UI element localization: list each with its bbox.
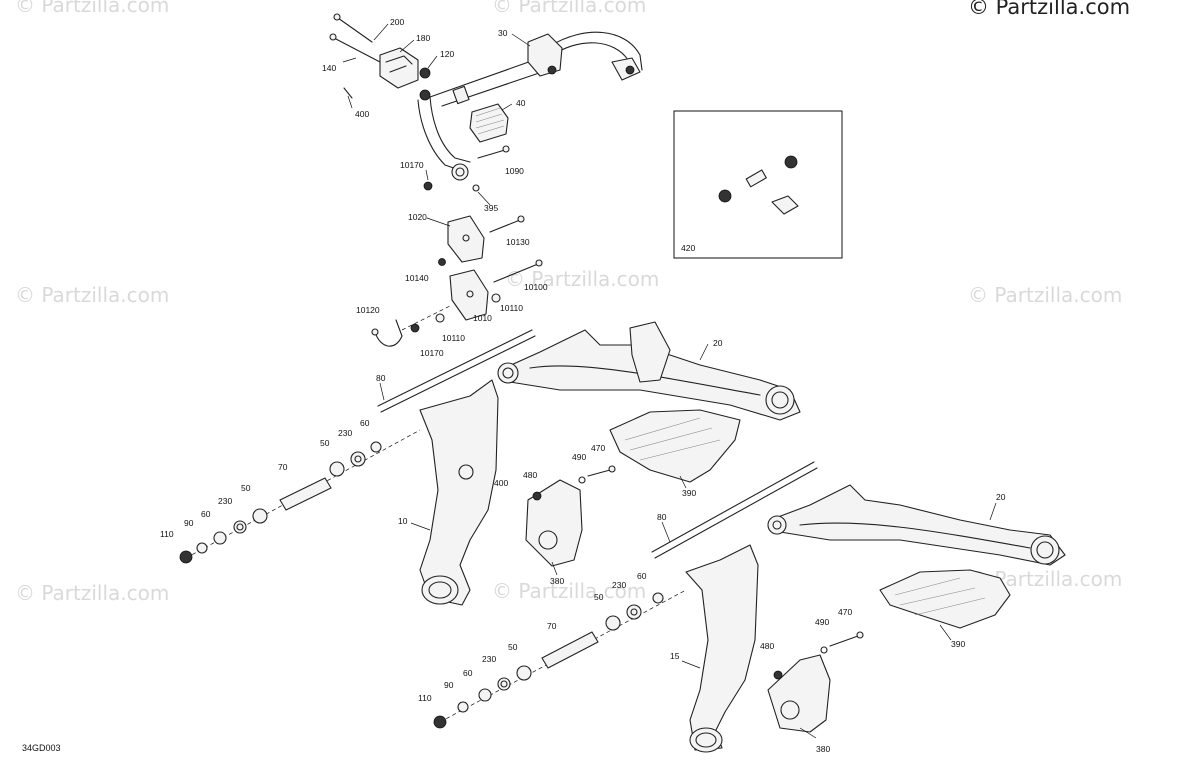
callout-60-lower-right: 60 [637,571,647,581]
callout-400-top: 400 [355,109,369,119]
inset-panel-420: 420 [673,110,843,259]
watermark-center-lower: © Partzilla.com [492,579,646,603]
watermark-left-upper: © Partzilla.com [15,283,169,307]
callout-470-upper: 470 [591,443,605,453]
callout-140: 140 [322,63,336,73]
left-trailing-arm-assembly [179,321,801,606]
callout-110-upper: 110 [160,529,174,539]
callout-470-lower: 470 [838,607,852,617]
callout-80-upper: 80 [376,373,386,383]
callout-1020: 1020 [408,212,427,222]
callout-70-lower: 70 [547,621,557,631]
callout-180: 180 [416,33,430,43]
callout-90-lower: 90 [444,680,454,690]
callout-400-mid: 400 [494,478,508,488]
callout-230-lower-right: 230 [612,580,626,590]
callout-50-upper-left-a: 50 [320,438,330,448]
callout-480-upper: 480 [523,470,537,480]
callout-480-lower: 480 [760,641,774,651]
callout-20-upper: 20 [713,338,723,348]
callout-10100: 10100 [524,282,548,292]
diagram-code: 34GD003 [22,743,61,753]
callout-10: 10 [398,516,408,526]
callout-80-lower: 80 [657,512,667,522]
callout-10170-bottom: 10170 [420,348,444,358]
callout-380-lower: 380 [816,744,830,754]
watermark-center-upper: © Partzilla.com [505,267,659,291]
copyright-text: © Partzilla.com [968,0,1130,19]
callout-60-upper-left: 60 [360,418,370,428]
callout-1090: 1090 [505,166,524,176]
callout-10120: 10120 [356,305,380,315]
callout-230-lower-left: 230 [482,654,496,664]
callout-230-upper-left-b: 230 [218,496,232,506]
callout-50-lower-left: 50 [508,642,518,652]
callout-10140: 10140 [405,273,429,283]
watermark-left-lower: © Partzilla.com [15,581,169,605]
callout-60-lower-left: 60 [463,668,473,678]
callout-230-upper-left: 230 [338,428,352,438]
callout-40: 40 [516,98,526,108]
callout-390-lower: 390 [951,639,965,649]
callout-90-upper: 90 [184,518,194,528]
callout-200: 200 [390,17,404,27]
callout-390-upper: 390 [682,488,696,498]
callout-10110-right: 10110 [500,303,523,313]
watermark-top: © Partzilla.com [492,0,646,17]
callout-50-upper-left-b: 50 [241,483,251,493]
watermark-top-left: © Partzilla.com [15,0,169,17]
callout-15: 15 [670,651,680,661]
callout-60-upper-left-b: 60 [201,509,211,519]
sway-bar-assembly [329,13,643,192]
callout-110-lower: 110 [418,693,432,703]
callout-490-upper: 490 [572,452,586,462]
callout-50-lower-right: 50 [594,592,604,602]
mount-bracket-assembly [371,215,543,347]
callout-1010: 1010 [473,313,492,323]
callout-10170-top: 10170 [400,160,424,170]
callout-20-lower: 20 [996,492,1006,502]
callout-420: 420 [681,243,695,253]
callout-380-upper: 380 [550,576,564,586]
callout-490-lower: 490 [815,617,829,627]
leader-lines [342,23,997,739]
callout-30: 30 [498,28,508,38]
callout-10130: 10130 [506,237,530,247]
callout-10110-left: 10110 [442,333,465,343]
callout-120: 120 [440,49,454,59]
callout-395: 395 [484,203,498,213]
right-trailing-arm-assembly [433,461,1066,753]
watermark-right-upper: © Partzilla.com [968,283,1122,307]
callout-70-upper: 70 [278,462,288,472]
